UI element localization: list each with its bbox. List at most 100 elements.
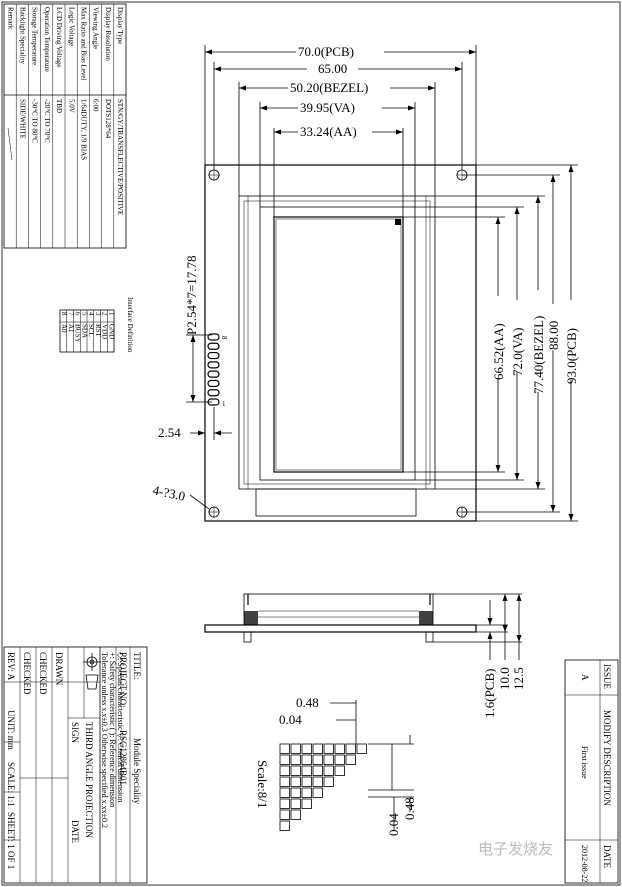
tb-project-value: RSG12864B01 <box>118 730 128 785</box>
tb-projection: THIRD ANGLE PROJECTION <box>84 722 94 838</box>
pixel-dot <box>301 743 312 754</box>
dim-bezel-width: 50.20(BEZEL) <box>290 80 368 95</box>
connector-pin <box>207 351 220 360</box>
pixel-dot <box>279 798 290 809</box>
interface-signal: RST <box>94 324 102 338</box>
spec-value: 5.0V <box>67 99 75 113</box>
spec-header: Logic Voltage <box>67 7 75 46</box>
fpc-tab <box>255 488 417 517</box>
tb-sheet: SHEET: 1 OF 1 <box>6 812 16 869</box>
mounting-hole-tl <box>208 169 220 181</box>
dot-detail: 0.48 0.04 0.04 0.48 Scale:8/1 <box>255 695 417 836</box>
pixel-dot <box>301 765 312 776</box>
pixel-dot <box>356 743 367 754</box>
dim-module-thickness-mid: 10.0 <box>497 667 512 690</box>
pixel-dot <box>279 776 290 787</box>
pin-edge-dimension <box>190 407 232 440</box>
pixel-dot <box>345 754 356 765</box>
spec-header: Backlight Speciality <box>18 7 26 64</box>
pixel-dot <box>323 776 334 787</box>
pitch-dimension <box>186 334 212 403</box>
pixel-dot <box>312 754 323 765</box>
pixel-dot <box>279 820 290 831</box>
tb-note-1: ◇: Special characteristic ▽: Critical di… <box>116 652 125 802</box>
pixel-dot <box>334 765 345 776</box>
tb-date: DATE <box>70 820 80 843</box>
side-dimensions <box>433 593 522 660</box>
dim-pcb-width: 70.0(PCB) <box>298 44 354 59</box>
third-angle-projection-icon <box>83 653 101 690</box>
pixel-dot <box>290 798 301 809</box>
interface-pin: 8 <box>60 312 68 316</box>
spec-header: Display Type <box>116 7 124 44</box>
dim-aa-height: 66.52(AA) <box>491 323 506 380</box>
spec-value: 6:00 <box>92 99 100 112</box>
side-dim-arrows <box>487 594 522 642</box>
pixel-dot <box>290 776 301 787</box>
spec-value: -20°C TO 70°C <box>43 99 51 143</box>
interface-signal: VDD <box>101 324 109 339</box>
rev-date-value: 2012-08-22 <box>580 845 589 882</box>
pixel-dot <box>290 743 301 754</box>
pixel-dot <box>323 765 334 776</box>
spec-header: Storage Temperature <box>31 7 39 65</box>
tb-note-2: +: Safety characteristic ( ): Reference … <box>108 652 117 807</box>
vertical-dim-arrows <box>495 165 574 521</box>
rev-desc-header: MODIFY DESCRIPTION <box>602 710 612 806</box>
tb-checked-1: CHECKED <box>38 652 48 695</box>
pixel-dot <box>301 798 312 809</box>
holes-leader <box>189 494 210 510</box>
spec-table: Display TypeSTN/GY/TRANSFLECTIVE/POSITIV… <box>3 3 127 249</box>
pixel-dot <box>279 754 290 765</box>
rev-desc-value: First issue <box>580 746 589 779</box>
active-area <box>273 216 404 473</box>
tb-scale: SCALE: 1:1 <box>6 762 16 807</box>
spec-value: SIDE/WHITE <box>18 99 26 139</box>
spec-header: LCD Driving Voltage <box>55 7 63 67</box>
interface-pin: 4 <box>87 312 95 316</box>
tb-title-label: TITLE: <box>132 652 142 680</box>
first-dot-mark <box>395 219 401 225</box>
connector-pin <box>207 389 220 397</box>
dim-hole-width: 65.00 <box>318 61 347 76</box>
spec-value: -30°C TO 80°C <box>31 99 39 143</box>
spec-header: Remark <box>6 7 14 30</box>
tb-sign: SIGN <box>70 722 80 744</box>
pixel-dot <box>334 754 345 765</box>
front-view: 1 8 <box>204 164 477 522</box>
pixel-dot <box>301 754 312 765</box>
pixel-dot <box>279 787 290 798</box>
pixel-dot <box>290 765 301 776</box>
interface-title: Interface Definition <box>126 297 134 353</box>
pixel-dot <box>279 765 290 776</box>
side-view <box>204 593 477 643</box>
tb-note-3: Tolerance unless x.x±0.3 Otherwise speci… <box>100 652 109 828</box>
interface-pin: 5 <box>80 312 88 316</box>
pixel-dot <box>301 787 312 798</box>
pixel-dot <box>290 787 301 798</box>
tb-unit: UNIT: mm <box>6 710 16 750</box>
interface-pin: 1 <box>107 312 115 316</box>
spec-header: Viewing Angle <box>92 7 100 49</box>
pin-label-last: 8 <box>220 336 228 340</box>
rev-issue-value: A <box>580 674 590 681</box>
pixel-dot <box>312 743 323 754</box>
tb-project-label: PROJECT NO: <box>118 652 128 708</box>
vertical-dimensions <box>403 164 578 522</box>
pixel-dot <box>279 809 290 820</box>
pixel-dot <box>301 776 312 787</box>
dim-dot-gap: 0.04 <box>279 712 302 727</box>
tb-drawn: DRAWN <box>54 652 64 686</box>
dim-module-thickness-total: 12.5 <box>511 667 526 690</box>
dim-pitch: P2.54*7=17.78 <box>184 255 199 335</box>
connector-pin <box>207 361 220 369</box>
dim-va-height: 72.0(VA) <box>510 327 525 376</box>
spec-header: Operation Temperature <box>43 7 51 72</box>
interface-signal: A0 <box>60 324 68 333</box>
interface-pin: 2 <box>101 312 109 316</box>
pitch-arrows <box>190 335 196 402</box>
pixel-dot <box>290 754 301 765</box>
